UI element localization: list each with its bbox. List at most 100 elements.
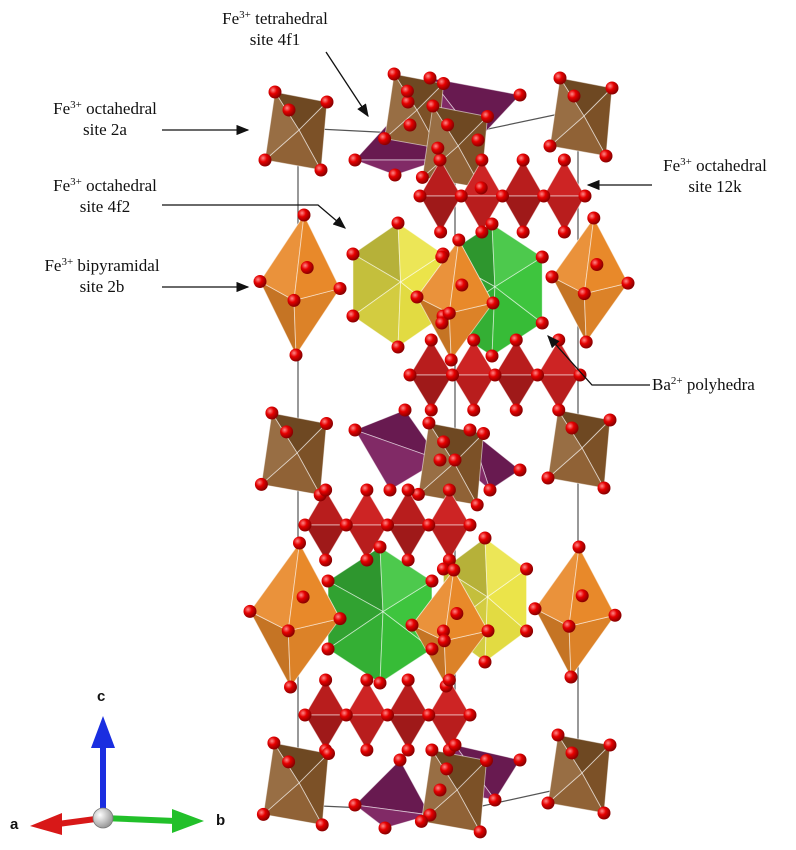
oxygen-atom (339, 708, 353, 722)
ion-symbol: Fe (44, 256, 62, 275)
oxygen-atom (557, 153, 571, 167)
site-name: site 12k (688, 177, 742, 196)
annotation-arrows (162, 51, 652, 386)
oxygen-atom (381, 518, 394, 532)
ion-symbol: Fe (53, 176, 71, 195)
origin-sphere-icon (92, 807, 114, 829)
ion-symbol: Ba (652, 375, 671, 394)
oxygen-atom (597, 481, 611, 495)
oxygen-atom (488, 368, 502, 382)
oxygen-atom (298, 518, 312, 532)
oxygen-atom (557, 225, 571, 239)
oxygen-atom (433, 153, 447, 167)
oxygen-atom (545, 270, 559, 284)
oxygen-atom (381, 708, 394, 722)
oxygen-atom (333, 612, 347, 626)
oxygen-atom (387, 67, 401, 81)
oxygen-atom (442, 673, 456, 687)
ion-charge: 3+ (680, 156, 692, 168)
oxygen-atom (446, 368, 459, 382)
oxygen-atom (467, 403, 481, 417)
bipy-2b-lower-left (248, 541, 342, 689)
oxygen-atom (475, 153, 489, 167)
oxygen-atom (481, 624, 495, 638)
oxygen-atom (435, 316, 449, 330)
oxygen-atom (481, 110, 494, 123)
oxygen-atom (424, 403, 438, 417)
oxygen-atom (442, 306, 456, 320)
oxygen-atom (552, 403, 566, 417)
oxygen-atom (346, 247, 360, 261)
oxygen-atom (572, 540, 586, 554)
oxygen-atom (441, 118, 455, 132)
oxygen-atom (450, 607, 464, 620)
oxygen-atom (321, 574, 335, 588)
oxygen-atom (454, 189, 468, 203)
oxygen-atom (520, 562, 534, 576)
oxygen-atom (433, 453, 447, 467)
octa-2a-mid-right (547, 408, 611, 490)
oxygen-atom (281, 624, 295, 638)
oxygen-atom (488, 793, 502, 807)
oxygen-atom (564, 670, 578, 684)
oxygen-atom (553, 71, 567, 85)
oxygen-atom (393, 753, 407, 767)
oxygen-atom (578, 189, 592, 203)
label-octahedral-2a: Fe3+ octahedral site 2a (30, 98, 180, 140)
oxygen-atom (284, 680, 297, 694)
label-tetrahedral-4f1: Fe3+ tetrahedral site 4f1 (210, 8, 340, 50)
oxygen-atom (253, 275, 267, 288)
site-kind: tetrahedral (255, 9, 328, 28)
polyhedra-layer (248, 72, 630, 834)
oxygen-atom (541, 796, 555, 810)
oxygen-atom (321, 642, 335, 656)
oxygen-atom (577, 287, 591, 301)
bipy-2b-upper-left (258, 213, 342, 357)
octa-2a-top-left (264, 90, 328, 172)
oxygen-atom (562, 619, 576, 633)
oxygen-atoms-layer (243, 67, 635, 839)
site-kind: polyhedra (686, 375, 755, 394)
oxygen-atom (400, 84, 414, 98)
oxygen-atom (267, 736, 281, 750)
ion-charge: 3+ (70, 176, 82, 188)
oxygen-atom (348, 153, 362, 167)
oxygen-atom (467, 333, 481, 347)
oxygen-atom (373, 540, 387, 554)
oxygen-atom (551, 728, 565, 742)
oxygen-atom (320, 95, 334, 109)
oxygen-atom (552, 333, 566, 347)
oxygen-atom (319, 673, 333, 687)
oxygen-atom (388, 168, 402, 182)
oxygen-atom (422, 416, 436, 430)
arrow-ba (547, 335, 650, 386)
oxygen-atom (478, 655, 492, 669)
oxygen-atom (426, 99, 440, 113)
oxygen-atom (297, 208, 311, 222)
oxygen-atom (258, 153, 272, 167)
oxygen-atom (597, 806, 611, 820)
oxygen-atom (360, 743, 374, 757)
site-kind: bipyramidal (77, 256, 160, 275)
oxygen-atom (463, 518, 477, 532)
ion-charge: 3+ (239, 9, 251, 21)
oxygen-atom (509, 403, 523, 417)
tetra-4f1-bottom-front (353, 759, 431, 829)
axis-label-c: c (97, 688, 106, 705)
oxygen-atom (348, 423, 362, 437)
oxygen-atom (360, 483, 374, 497)
label-octahedral-12k: Fe3+ octahedral site 12k (640, 155, 790, 197)
oxygen-atom (567, 89, 581, 103)
label-octahedral-4f2: Fe3+ octahedral site 4f2 (30, 175, 180, 217)
axis-c-arrow-icon (91, 716, 115, 748)
oxygen-atom (346, 309, 360, 323)
oxygen-atom (319, 483, 333, 497)
oxygen-atom (478, 531, 492, 545)
oxygen-atom (401, 483, 415, 497)
oxygen-atom (360, 673, 374, 687)
oxygen-atom (474, 181, 488, 195)
oxygen-atom (513, 463, 527, 477)
oxygen-atom (401, 673, 415, 687)
oxygen-atom (573, 368, 587, 382)
